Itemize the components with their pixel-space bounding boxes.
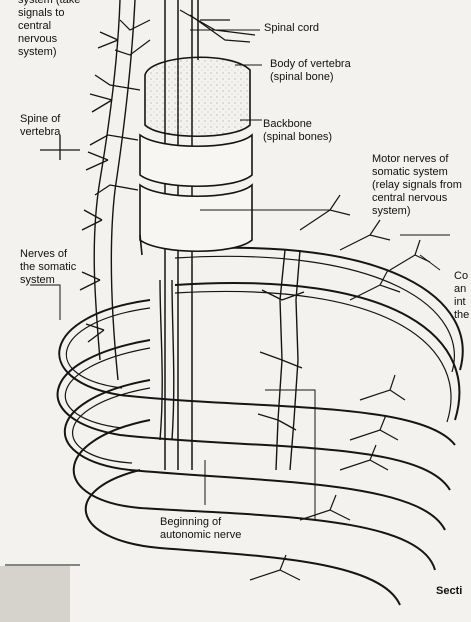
rib-nerve-arcs — [58, 248, 463, 605]
upper-nerve-branches — [115, 10, 255, 55]
vertebra-bodies — [140, 57, 252, 255]
peripheral-nerve-endings — [250, 195, 430, 580]
spine-of-vertebra-label: Spine of vertebra — [20, 113, 60, 139]
sensory-system-label: system (take signals to central nervous … — [18, 0, 80, 59]
backbone-label: Backbone (spinal bones) — [263, 118, 332, 144]
scan-shadow — [0, 566, 70, 622]
section-caption-label: Secti — [436, 585, 462, 598]
motor-nerves-label: Motor nerves of somatic system (relay si… — [372, 153, 462, 218]
left-nerve-chain — [80, 0, 135, 380]
vertebra-body-label: Body of vertebra (spinal bone) — [270, 58, 351, 84]
somatic-nerves-label: Nerves of the somatic system — [20, 248, 76, 287]
spinal-cord-label: Spinal cord — [264, 22, 319, 35]
autonomic-nerve-label: Beginning of autonomic nerve — [160, 516, 241, 542]
cut-off-right-label: Co an int the — [454, 270, 469, 322]
